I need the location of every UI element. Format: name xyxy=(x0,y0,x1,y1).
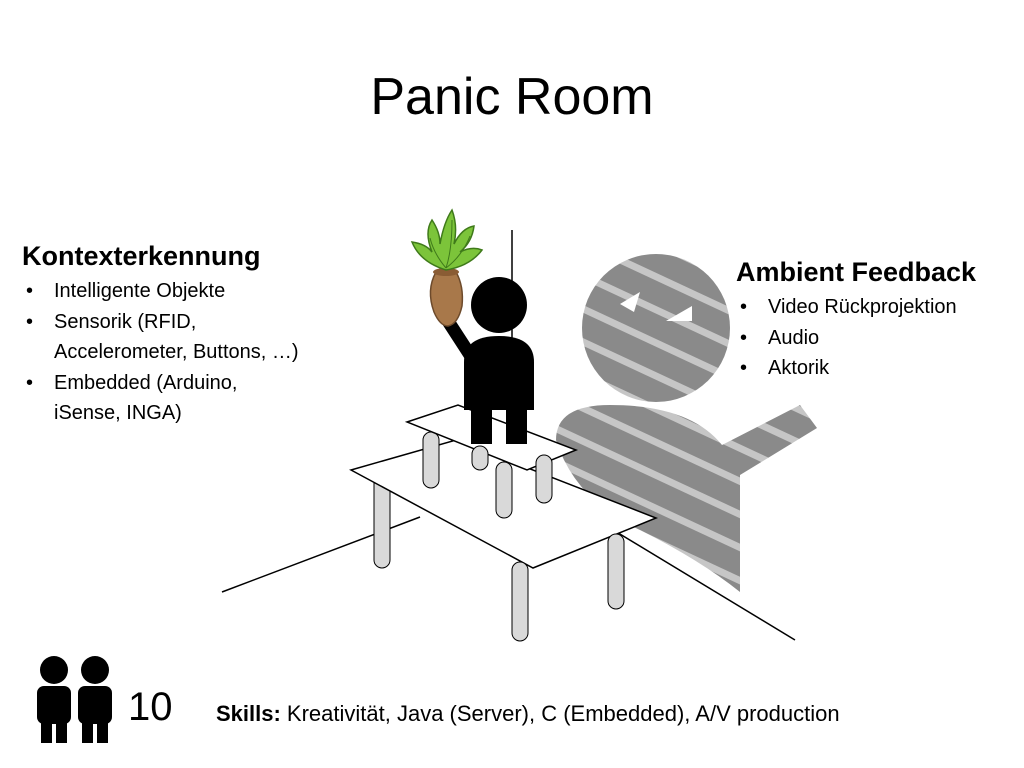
list-item: Sensorik (RFID, Accelerometer, Buttons, … xyxy=(22,307,362,368)
list-item-line: Sensorik (RFID, xyxy=(54,310,197,333)
list-item-line: Audio xyxy=(768,326,820,349)
context-detection-list: Intelligente Objekte Sensorik (RFID, Acc… xyxy=(22,276,362,429)
plant-icon xyxy=(410,208,484,327)
shadow-eye-right xyxy=(666,306,692,321)
list-item-line: Aktorik xyxy=(768,357,830,379)
shadow-eye-left xyxy=(620,292,640,312)
slide-title: Panic Room xyxy=(370,68,654,126)
list-item: Intelligente Objekte xyxy=(22,276,362,307)
skills-label: Skills: xyxy=(216,701,281,726)
list-item-line: iSense, INGA) xyxy=(54,402,182,424)
ambient-feedback-heading: Ambient Feedback xyxy=(736,257,977,287)
list-item-line: Accelerometer, Buttons, …) xyxy=(54,341,299,363)
shadow-figure xyxy=(556,254,817,592)
skills-text: Kreativität, Java (Server), C (Embedded)… xyxy=(280,701,840,726)
context-detection-heading: Kontexterkennung xyxy=(22,241,261,271)
team-size-count: 10 xyxy=(128,685,173,729)
panic-room-illustration xyxy=(221,208,817,642)
list-item-line: Intelligente Objekte xyxy=(54,280,226,302)
list-item: Aktorik xyxy=(736,353,1016,384)
list-item: Video Rückprojektion xyxy=(736,292,1016,323)
list-item-line: Video Rückprojektion xyxy=(768,296,957,318)
context-detection-block: Kontexterkennung Intelligente Objekte Se… xyxy=(22,240,362,429)
two-people-icon xyxy=(37,656,112,743)
skills-line: Skills: Kreativität, Java (Server), C (E… xyxy=(216,699,840,729)
list-item: Embedded (Arduino, iSense, INGA) xyxy=(22,368,362,429)
list-item-line: Embedded (Arduino, xyxy=(54,371,238,394)
ambient-feedback-block: Ambient Feedback Video Rückprojektion Au… xyxy=(736,256,1016,384)
ambient-feedback-list: Video Rückprojektion Audio Aktorik xyxy=(736,292,1016,384)
list-item: Audio xyxy=(736,323,1016,354)
